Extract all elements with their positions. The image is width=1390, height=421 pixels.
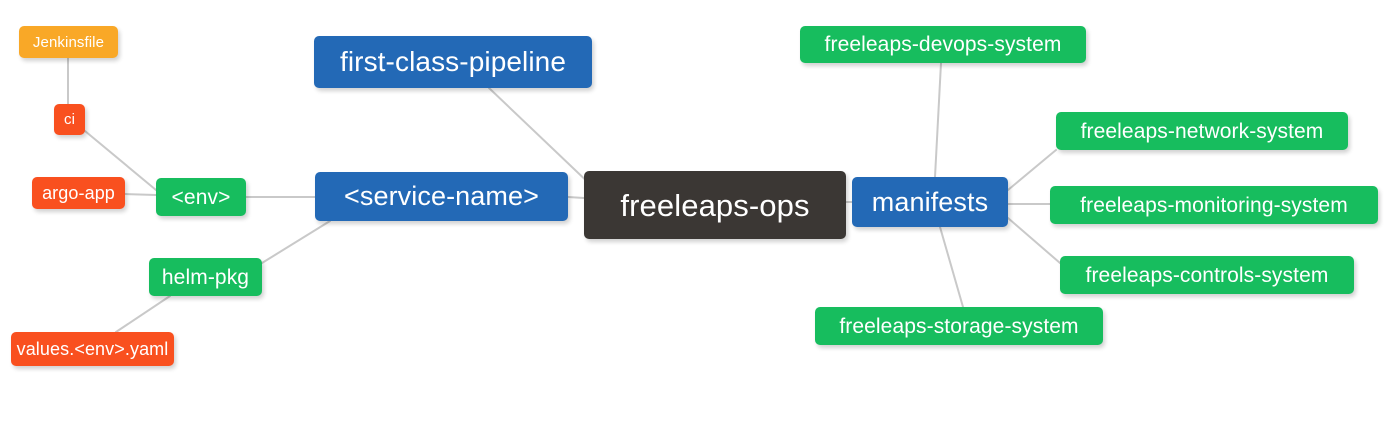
node-freeleaps-ops[interactable]: freeleaps-ops <box>584 171 846 239</box>
node-jenkinsfile[interactable]: Jenkinsfile <box>19 26 118 58</box>
edge-env-argo-app <box>124 193 157 196</box>
node-label: freeleaps-ops <box>620 187 810 223</box>
node-label: <env> <box>171 185 231 209</box>
node-values-yaml[interactable]: values.<env>.yaml <box>11 332 174 366</box>
edge-manifests-network-system <box>1007 149 1057 191</box>
node-label: manifests <box>871 186 989 217</box>
node-label: <service-name> <box>344 181 539 211</box>
node-label: Jenkinsfile <box>32 33 105 51</box>
node-freeleaps-network-system[interactable]: freeleaps-network-system <box>1056 112 1348 150</box>
node-first-class-pipeline[interactable]: first-class-pipeline <box>314 36 592 88</box>
edge-manifests-storage-system <box>939 226 964 308</box>
edge-manifests-controls-system <box>1007 217 1061 264</box>
node-label: helm-pkg <box>161 265 250 289</box>
node-label: first-class-pipeline <box>339 46 567 77</box>
node-label: freeleaps-network-system <box>1080 119 1324 143</box>
node-label: freeleaps-monitoring-system <box>1080 193 1348 217</box>
node-freeleaps-storage-system[interactable]: freeleaps-storage-system <box>815 307 1103 345</box>
edge-service-name-helm-pkg <box>261 220 331 264</box>
node-service-name[interactable]: <service-name> <box>315 172 568 221</box>
node-ci[interactable]: ci <box>54 104 85 135</box>
node-label: freeleaps-controls-system <box>1085 263 1329 287</box>
node-argo-app[interactable]: argo-app <box>32 177 125 209</box>
node-freeleaps-devops-system[interactable]: freeleaps-devops-system <box>800 26 1086 63</box>
node-freeleaps-controls-system[interactable]: freeleaps-controls-system <box>1060 256 1354 294</box>
node-env[interactable]: <env> <box>156 178 246 216</box>
node-label: freeleaps-devops-system <box>824 33 1062 56</box>
node-label: freeleaps-storage-system <box>839 314 1079 338</box>
node-manifests[interactable]: manifests <box>852 177 1008 227</box>
node-helm-pkg[interactable]: helm-pkg <box>149 258 262 296</box>
node-label: ci <box>63 111 76 128</box>
edge-root-service-name <box>567 196 585 199</box>
node-label: argo-app <box>42 183 115 203</box>
edge-helm-pkg-values-yaml <box>115 295 171 333</box>
edge-manifests-devops-system <box>934 62 942 178</box>
node-freeleaps-monitoring-system[interactable]: freeleaps-monitoring-system <box>1050 186 1378 224</box>
node-label: values.<env>.yaml <box>16 339 169 359</box>
